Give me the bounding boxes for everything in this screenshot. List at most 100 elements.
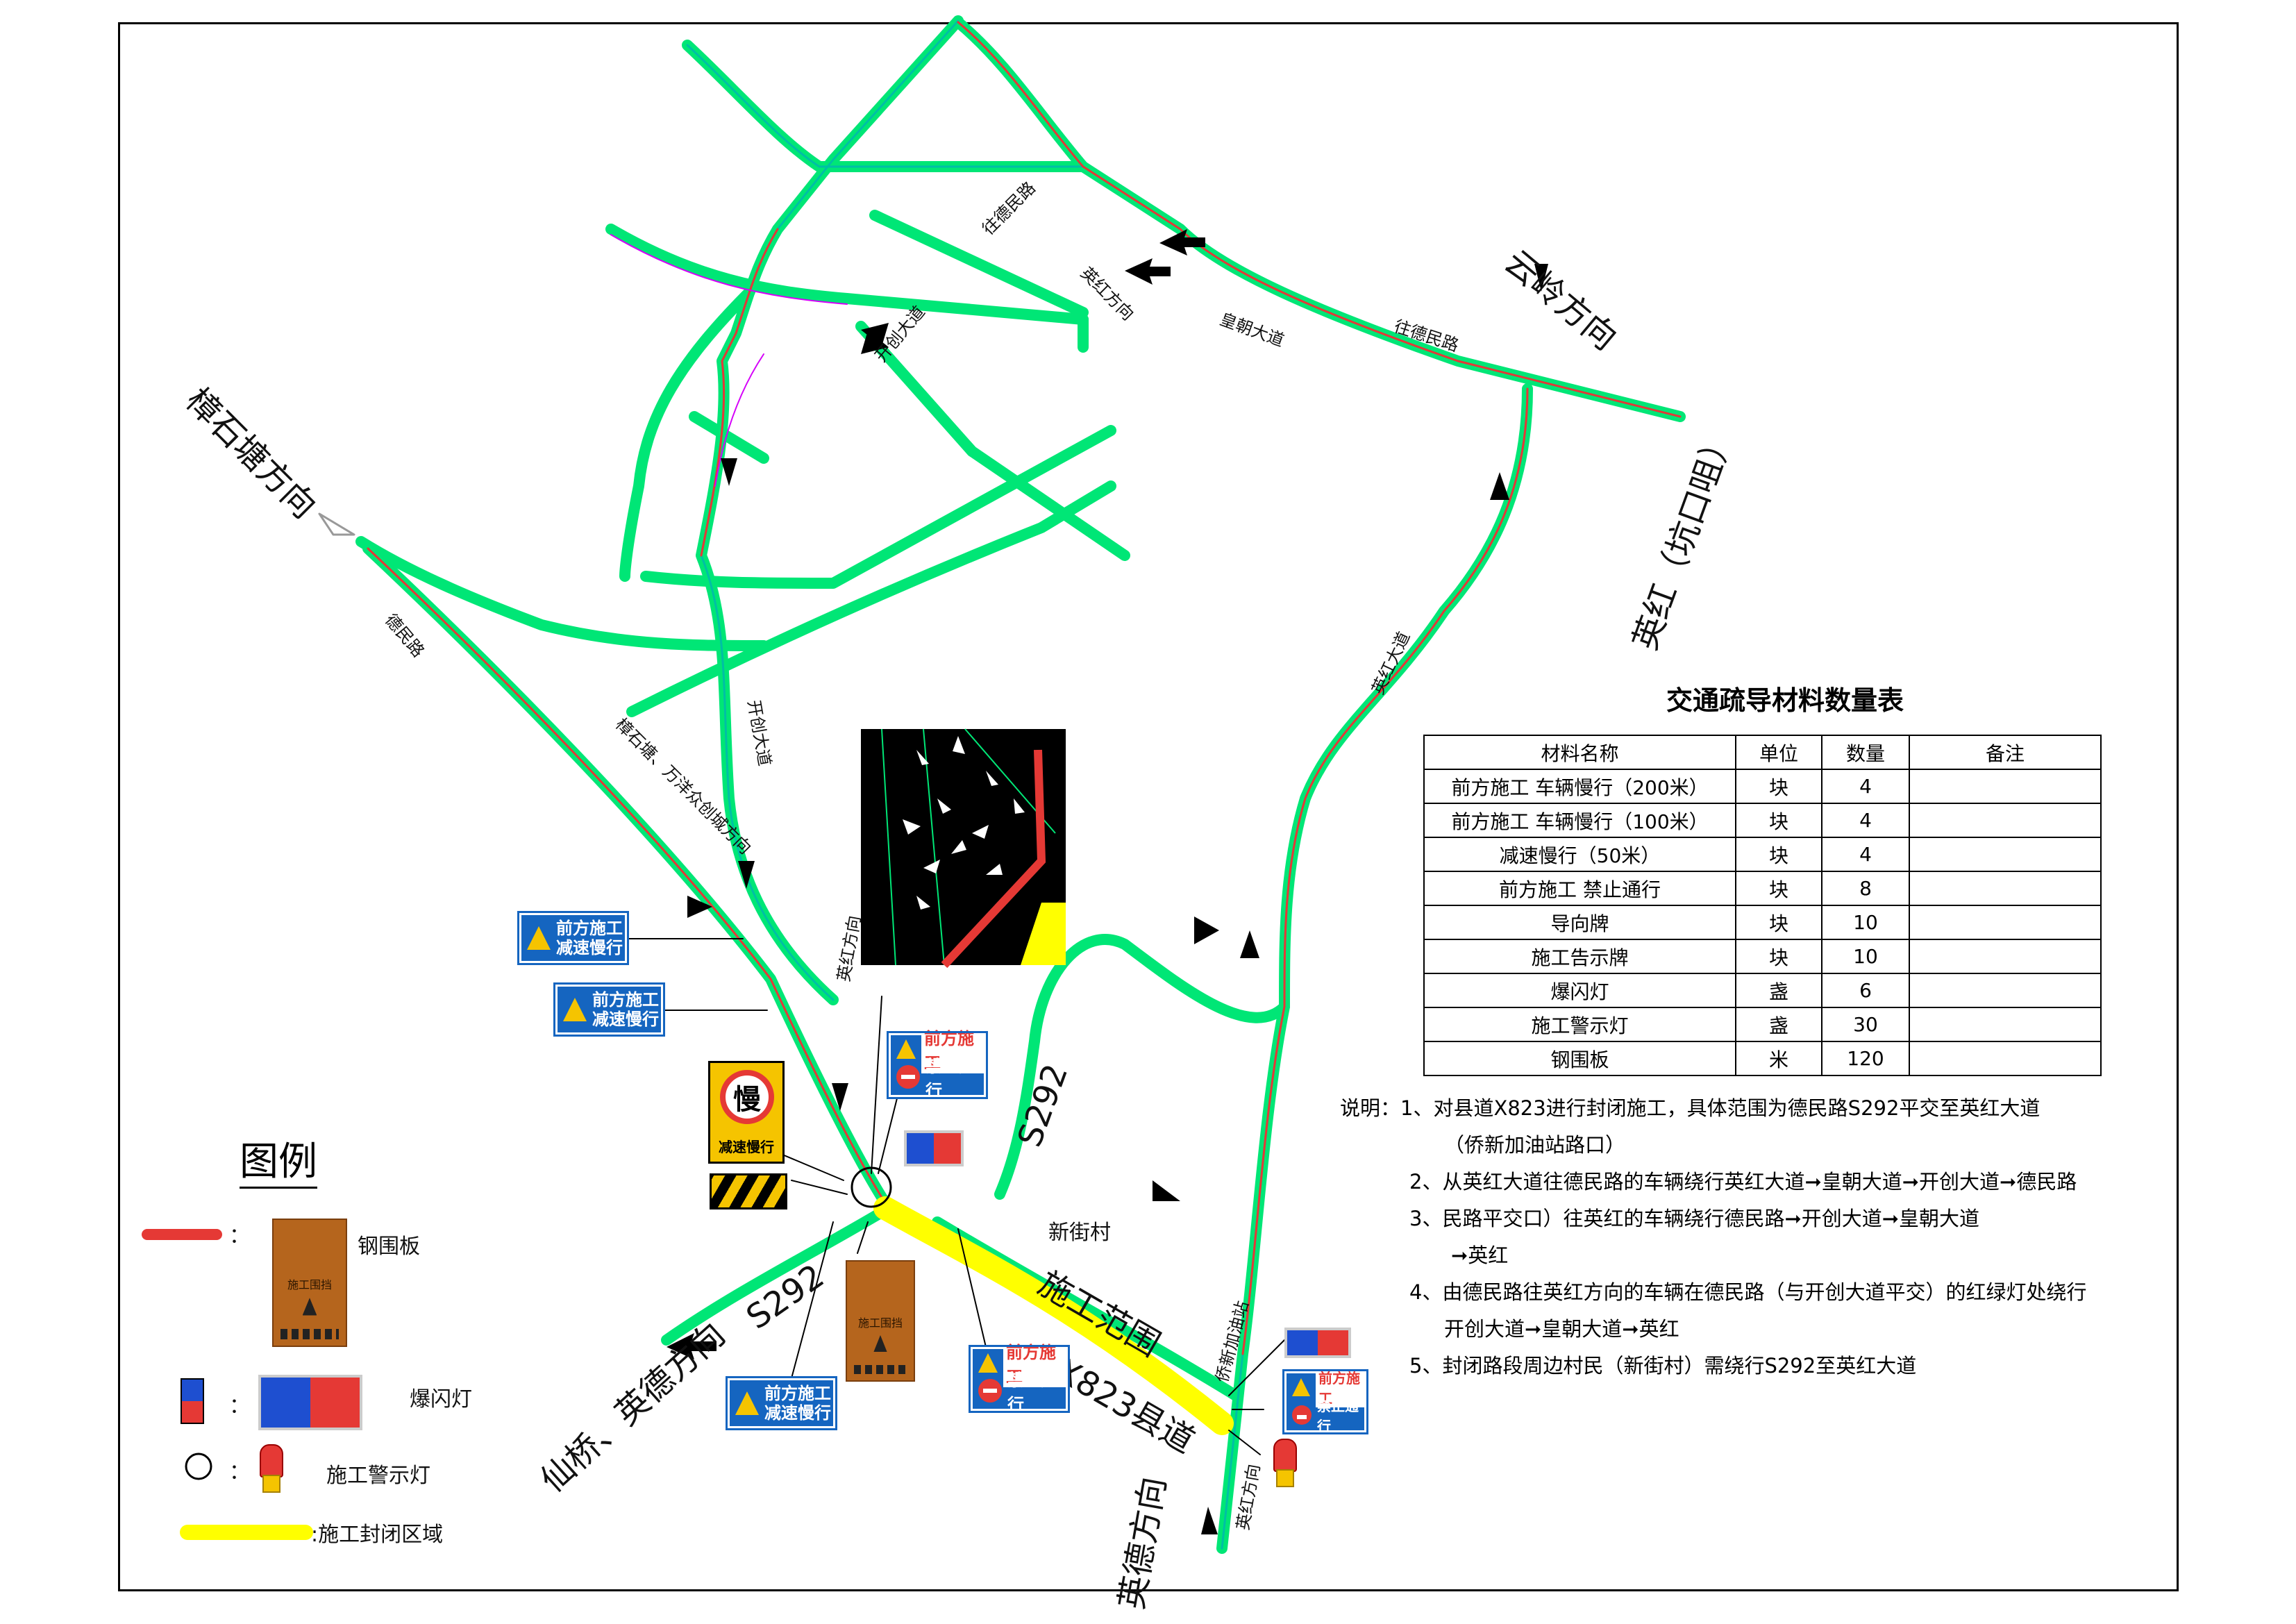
cell: 120 [1821, 1041, 1910, 1076]
chevron-sign [710, 1173, 787, 1209]
legend-colon-3: ： [229, 1460, 250, 1484]
cell: 施工警示灯 [1423, 1007, 1736, 1042]
sign-text: 前方施工 [921, 1025, 984, 1073]
cell: 10 [1821, 939, 1910, 974]
warning-icon [978, 1353, 998, 1373]
cell [1909, 905, 2102, 940]
notes-block: 说明：1、对县道X823进行封闭施工，具体范围为德民路S292平交至英红大道 （… [1340, 1090, 2086, 1384]
legend-blue-red-swatch [181, 1378, 204, 1424]
cell: 盏 [1735, 973, 1822, 1008]
legend-colon-1: ： [229, 1224, 250, 1248]
inset-content [881, 728, 1066, 969]
sign-text: 禁止通行 [1007, 1371, 1057, 1414]
cell: 6 [1821, 973, 1910, 1008]
note-line: 3、民路平交口）往英红的车辆绕行德民路➞开创大道➞皇朝大道 [1409, 1207, 1980, 1230]
cell: 米 [1735, 1041, 1822, 1076]
drawing-frame [118, 22, 2179, 1591]
sign-text: 减速慢行 [764, 1403, 831, 1423]
col-unit: 单位 [1735, 735, 1822, 770]
closure-zone [873, 1196, 1234, 1435]
warning-icon [563, 998, 587, 1021]
cell [1909, 837, 2102, 872]
cell [1909, 1007, 2102, 1042]
cell: 4 [1821, 769, 1910, 804]
cell: 盏 [1735, 1007, 1822, 1042]
cell: 8 [1821, 871, 1910, 906]
road-centerlines [367, 21, 1682, 1355]
cell [1909, 871, 2102, 906]
stop-sign-2: 前方施工 禁止通行 [969, 1339, 1070, 1414]
cell: 前方施工 禁止通行 [1423, 871, 1736, 906]
sign-text: 减速慢行 [556, 938, 623, 957]
warning-icon [896, 1039, 916, 1059]
col-qty: 数量 [1821, 735, 1910, 770]
note-line: 说明：1、对县道X823进行封闭施工，具体范围为德民路S292平交至英红大道 [1340, 1096, 2041, 1120]
cell: 前方施工 车辆慢行（200米） [1423, 769, 1736, 804]
cell: 块 [1735, 769, 1822, 804]
cell: 施工告示牌 [1423, 939, 1736, 974]
cell: 前方施工 车辆慢行（100米） [1423, 803, 1736, 838]
cell: 块 [1735, 905, 1822, 940]
table-header-row: 材料名称 单位 数量 备注 [1423, 735, 2102, 770]
cell [1909, 1041, 2102, 1076]
slow-sign-2: 前方施工减速慢行 [553, 982, 665, 1037]
sign-text: 前方施工 [1316, 1367, 1364, 1407]
legend-label-board: 钢围板 [358, 1234, 420, 1259]
sign-text: 禁止通行 [1317, 1398, 1359, 1434]
cell: 钢围板 [1423, 1041, 1736, 1076]
cell: 30 [1821, 1007, 1910, 1042]
man-sub: 减速慢行 [719, 1139, 774, 1155]
no-entry-icon [1292, 1405, 1312, 1425]
slow-sign-3: 前方施工减速慢行 [726, 1376, 837, 1430]
warning-icon [1292, 1378, 1310, 1396]
legend-label-flash: 爆闪灯 [410, 1387, 472, 1412]
note-line: 4、由德民路往英红方向的车辆在德民路（与开创大道平交）的红绿灯处绕行 [1409, 1280, 2087, 1304]
sign-text: 前方施工 [764, 1384, 831, 1403]
cell: 导向牌 [1423, 905, 1736, 940]
legend-colon-2: ： [229, 1394, 250, 1418]
cell: 4 [1821, 837, 1910, 872]
no-entry-icon [978, 1379, 1002, 1403]
sign-text: 禁止通行 [925, 1057, 975, 1100]
legend-warning-lamp [257, 1444, 286, 1493]
col-note: 备注 [1909, 735, 2102, 770]
man-slow-sign: 慢 减速慢行 [708, 1061, 785, 1164]
flash-light-map-1 [904, 1130, 964, 1166]
board-text: 施工围挡 [287, 1278, 332, 1291]
legend-title: 图例 [240, 1130, 317, 1189]
sign-text: 前方施工 [556, 919, 623, 938]
cell: 块 [1735, 837, 1822, 872]
cell: 爆闪灯 [1423, 973, 1736, 1008]
no-entry-icon [896, 1065, 920, 1089]
cell [1909, 769, 2102, 804]
warning-icon [735, 1391, 759, 1415]
legend-label-closure: :施工封闭区域 [311, 1523, 444, 1547]
cell: 4 [1821, 803, 1910, 838]
legend-flash-light [258, 1375, 362, 1430]
legend-board-swatch: 施工围挡 [272, 1219, 347, 1347]
sign-text: 前方施工 [1003, 1339, 1066, 1387]
cell [1909, 939, 2102, 974]
note-line: 5、封闭路段周边村民（新街村）需绕行S292至英红大道 [1409, 1354, 1917, 1378]
note-line: 2、从英红大道往德民路的车辆绕行英红大道➞皇朝大道➞开创大道➞德民路 [1409, 1170, 2077, 1194]
cell: 块 [1735, 803, 1822, 838]
cell: 10 [1821, 905, 1910, 940]
col-name: 材料名称 [1423, 735, 1736, 770]
man-char: 慢 [720, 1070, 774, 1124]
legend-circle [185, 1453, 212, 1480]
stop-sign-3: 前方施工 禁止通行 [1282, 1367, 1368, 1434]
note-line: ➞英红 [1451, 1244, 1509, 1267]
board-text: 施工围挡 [857, 1316, 903, 1330]
stop-sign-1: 前方施工 禁止通行 [887, 1025, 988, 1100]
cell: 块 [1735, 871, 1822, 906]
